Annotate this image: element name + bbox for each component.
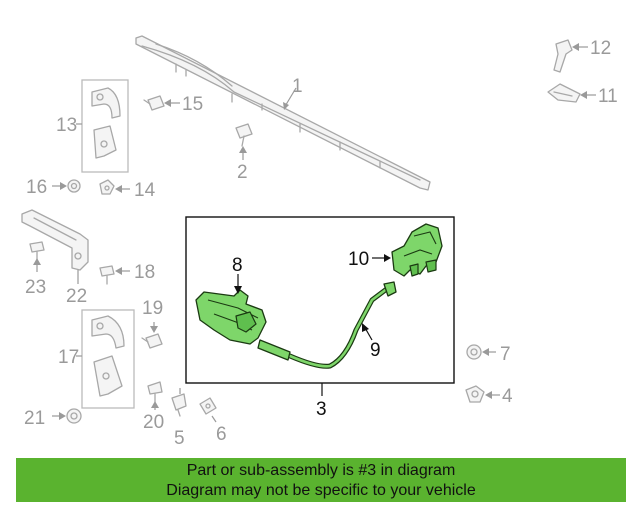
part-21-nut[interactable] [66,408,82,424]
callout-20: 20 [143,412,164,433]
callout-4: 4 [502,386,513,407]
callout-3: 3 [316,399,327,420]
part-16-nut[interactable] [67,179,81,193]
part-1-rail[interactable] [135,35,431,191]
arrow-9 [362,323,369,332]
callout-1: 1 [292,76,303,97]
callout-15: 15 [182,94,203,115]
callout-23: 23 [25,277,46,298]
part-19-bolt[interactable] [141,333,163,349]
banner-line-1: Part or sub-assembly is #3 in diagram [186,462,456,479]
arrow-18 [115,267,122,275]
part-22-hinge[interactable] [21,209,89,271]
arrow-8 [234,286,242,294]
callout-19: 19 [142,298,163,319]
arrow-23 [33,258,41,265]
arrow-19 [150,326,158,333]
part-6-clip[interactable] [199,397,217,415]
arrow-14 [115,185,122,193]
sub-assembly-3-box[interactable] [185,216,455,384]
callout-10: 10 [348,249,369,270]
arrow-21 [59,412,66,420]
arrow-20 [151,401,159,408]
arrow-11 [580,91,587,99]
part-20-bolt[interactable] [147,381,163,403]
arrow-7 [482,348,489,356]
callout-12: 12 [590,38,611,59]
callout-6: 6 [216,424,227,445]
callout-22: 22 [66,286,87,307]
arrow-15 [164,99,171,107]
part-7-grommet[interactable] [466,344,482,360]
part-15-bolt[interactable] [143,95,165,111]
arrow-16 [60,182,67,190]
part-5-clip[interactable] [171,393,187,417]
arrow-2 [239,146,247,153]
part-cable[interactable] [257,281,397,369]
part-10-latch[interactable] [391,223,443,277]
part-12-pin[interactable] [553,39,573,73]
callout-18: 18 [134,262,155,283]
part-8-release-handle[interactable] [195,289,267,345]
part-11-clip[interactable] [547,83,581,103]
part-2-bolt[interactable] [235,123,253,147]
part-14-nut[interactable] [99,179,115,195]
info-banner: Part or sub-assembly is #3 in diagram Di… [16,458,626,502]
callout-8: 8 [232,255,243,276]
callout-11: 11 [598,86,618,107]
banner-line-2: Diagram may not be specific to your vehi… [166,482,476,499]
part-23-bolt[interactable] [29,241,45,261]
arrow-10 [384,254,391,262]
callout-14: 14 [134,180,156,201]
callout-9: 9 [370,340,381,361]
part-18-bolt[interactable] [99,265,115,285]
arrow-1 [283,102,289,110]
part-17-bracket[interactable] [81,309,135,409]
arrow-4 [485,391,492,399]
callout-5: 5 [174,428,185,449]
callout-21: 21 [24,408,45,429]
callout-16: 16 [26,177,47,198]
arrow-12 [572,43,579,51]
callout-7: 7 [500,344,511,365]
callout-2: 2 [237,162,248,183]
callout-17: 17 [58,347,79,368]
part-13-bracket[interactable] [81,79,129,173]
leader-6 [211,415,217,423]
part-4-nut[interactable] [465,385,485,403]
callout-13: 13 [56,115,77,136]
